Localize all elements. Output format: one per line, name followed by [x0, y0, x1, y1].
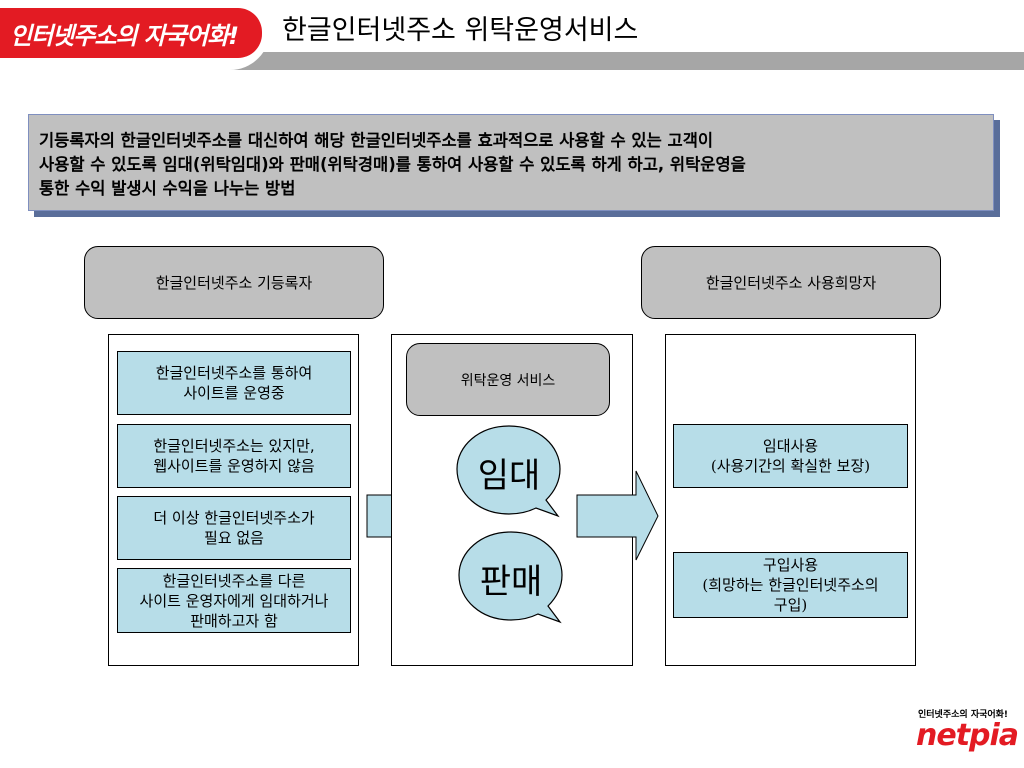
registrant-item-line: 판매하고자 함: [190, 611, 278, 630]
description-box: 기등록자의 한글인터넷주소를 대신하여 해당 한글인터넷주소를 효과적으로 사용…: [28, 114, 994, 211]
sale-bubble: 판매: [456, 530, 566, 624]
speech-bubble-icon: [458, 531, 563, 624]
registrant-item-line: 사이트를 운영중: [183, 384, 285, 402]
lease-use-line: 임대사용: [762, 437, 819, 455]
registrant-item-line: 한글인터넷주소를 다른: [162, 571, 306, 590]
registrant-item: 더 이상 한글인터넷주소가 필요 없음: [117, 496, 351, 560]
registrant-header-label: 한글인터넷주소 기등록자: [155, 274, 313, 292]
header-title-area: [150, 0, 1024, 52]
registrant-header: 한글인터넷주소 기등록자: [84, 246, 384, 319]
registrant-item-line: 웹사이트를 운영하지 않음: [153, 457, 315, 475]
description-line: 사용할 수 있도록 임대(위탁임대)와 판매(위탁경매)를 통하여 사용할 수 …: [39, 155, 746, 174]
lease-bubble: 임대: [454, 424, 564, 518]
page-title: 한글인터넷주소 위탁운영서비스: [282, 15, 639, 46]
lease-label: 임대: [477, 456, 541, 496]
brand-badge: 인터넷주소의 자국어화!: [0, 8, 262, 58]
lease-use-line: (사용기간의 확실한 보장): [710, 457, 871, 475]
registrant-item: 한글인터넷주소는 있지만, 웹사이트를 운영하지 않음: [117, 424, 351, 488]
speech-bubble-icon: [456, 425, 561, 518]
registrant-item-line: 필요 없음: [204, 529, 264, 547]
purchase-use-line: 구입사용: [762, 556, 819, 574]
arrow-right-icon: [576, 470, 659, 561]
registrant-item-line: 더 이상 한글인터넷주소가: [153, 509, 315, 527]
service-header: 위탁운영 서비스: [406, 343, 610, 416]
brand-badge-text: 인터넷주소의 자국어화!: [10, 21, 239, 50]
purchase-use-item: 구입사용 (희망하는 한글인터넷주소의 구입): [673, 552, 908, 618]
prospective-user-header-label: 한글인터넷주소 사용희망자: [705, 274, 877, 292]
purchase-use-line: (희망하는 한글인터넷주소의: [702, 576, 879, 594]
purchase-use-line: 구입): [773, 596, 808, 614]
sale-label: 판매: [479, 562, 543, 602]
registrant-item-line: 사이트 운영자에게 임대하거나: [139, 591, 329, 610]
prospective-user-header: 한글인터넷주소 사용희망자: [641, 246, 941, 319]
registrant-item: 한글인터넷주소를 통하여 사이트를 운영중: [117, 351, 351, 415]
registrant-item: 한글인터넷주소를 다른 사이트 운영자에게 임대하거나 판매하고자 함: [117, 568, 351, 633]
logo-tagline: 인터넷주소의 자국어화!: [918, 710, 1009, 720]
description-line: 통한 수익 발생시 수익을 나누는 방법: [39, 179, 296, 198]
service-header-label: 위탁운영 서비스: [460, 372, 556, 389]
description-line: 기등록자의 한글인터넷주소를 대신하여 해당 한글인터넷주소를 효과적으로 사용…: [39, 131, 714, 150]
lease-use-item: 임대사용 (사용기간의 확실한 보장): [673, 424, 908, 488]
registrant-item-line: 한글인터넷주소를 통하여: [155, 364, 313, 382]
registrant-item-line: 한글인터넷주소는 있지만,: [153, 437, 315, 455]
netpia-logo: netpia: [916, 718, 1019, 753]
